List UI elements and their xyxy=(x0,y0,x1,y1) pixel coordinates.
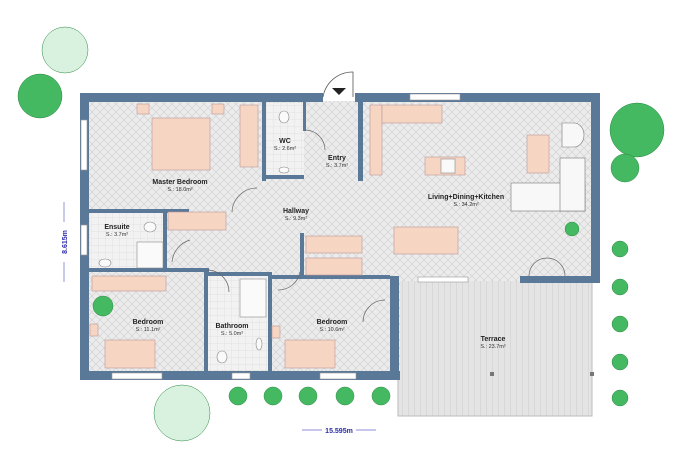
room-ensuite: Ensuite S.: 3.7m² xyxy=(104,224,129,238)
room-area: S.: 23.7m² xyxy=(480,344,506,350)
tree xyxy=(17,73,63,119)
room-bathroom: Bathroom S.: 5.0m² xyxy=(215,323,248,337)
width-dimension: 15.595m xyxy=(302,428,376,435)
terrace-post xyxy=(590,372,594,376)
single-bed xyxy=(284,339,336,369)
tree xyxy=(610,153,640,183)
room-entry: Entry S.: 3.7m² xyxy=(326,155,348,169)
room-name: Entry xyxy=(328,155,346,162)
room-name: Ensuite xyxy=(104,224,129,231)
room-area: S.: 18.0m² xyxy=(167,187,193,193)
room-living: Living+Dining+Kitchen S.: 34.2m² xyxy=(428,194,504,208)
toilet xyxy=(278,110,290,124)
dining-table xyxy=(393,226,459,255)
interior-doors xyxy=(171,129,566,323)
sink xyxy=(98,258,112,268)
room-area: S.: 5.0m² xyxy=(221,331,243,337)
room-name: Terrace xyxy=(481,336,506,343)
tree xyxy=(609,102,665,158)
room-bedroom-left: Bedroom S.: 11.1m² xyxy=(133,319,164,333)
room-area: S.: 3.7m² xyxy=(106,232,128,238)
room-name: Living+Dining+Kitchen xyxy=(428,194,504,201)
room-name: WC xyxy=(279,138,291,145)
room-hallway: Hallway S.: 9.3m² xyxy=(283,208,309,222)
front-door[interactable] xyxy=(322,71,354,98)
room-area: S.: 10.6m² xyxy=(319,327,345,333)
height-dimension: 8.615m xyxy=(62,202,69,282)
room-wc: WC S.: 2.6m² xyxy=(274,138,296,152)
room-terrace: Terrace S.: 23.7m² xyxy=(480,336,506,350)
sofa xyxy=(510,122,586,212)
room-name: Bathroom xyxy=(215,323,248,330)
plants xyxy=(17,26,665,442)
width-label: 15.595m xyxy=(325,428,353,435)
height-label: 8.615m xyxy=(62,230,69,254)
shower xyxy=(136,241,164,269)
room-name: Master Bedroom xyxy=(152,179,207,186)
furniture xyxy=(89,103,550,369)
room-master-bedroom: Master Bedroom S.: 18.0m² xyxy=(152,179,207,193)
tree xyxy=(153,384,211,442)
toilet xyxy=(216,350,228,364)
tree xyxy=(41,26,89,74)
toilet xyxy=(143,221,157,233)
cooktop xyxy=(440,158,456,174)
room-area: S.: 11.1m² xyxy=(136,327,161,333)
room-name: Hallway xyxy=(283,208,309,215)
single-bed xyxy=(104,339,156,369)
room-area: S.: 3.7m² xyxy=(326,163,348,169)
room-name: Bedroom xyxy=(133,319,164,326)
room-area: S.: 2.6m² xyxy=(274,146,296,152)
windows xyxy=(80,93,469,380)
room-bedroom-mid: Bedroom S.: 10.6m² xyxy=(317,319,348,333)
room-area: S.: 34.2m² xyxy=(453,202,479,208)
room-area: S.: 9.3m² xyxy=(285,216,307,222)
shower xyxy=(239,278,267,318)
double-bed xyxy=(151,117,211,171)
fixtures xyxy=(98,110,456,364)
terrace-deck xyxy=(397,275,593,417)
sink xyxy=(278,166,290,174)
room-name: Bedroom xyxy=(317,319,348,326)
sink xyxy=(255,337,263,351)
terrace-post xyxy=(490,372,494,376)
